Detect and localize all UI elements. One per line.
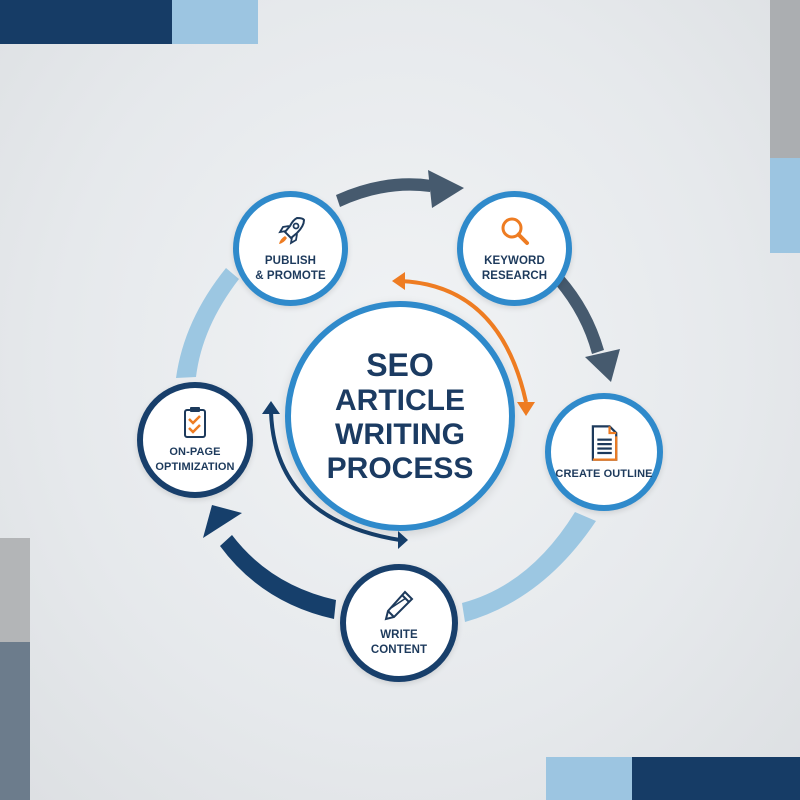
- step-label: WRITE CONTENT: [370, 629, 428, 656]
- title-line-4: PROCESS: [326, 452, 474, 485]
- magnifier-icon: [501, 217, 529, 245]
- clipboard-check-icon: [184, 407, 206, 438]
- arrow-write-to-onpage: [203, 505, 336, 619]
- rocket-icon: [277, 216, 305, 245]
- step-label: CREATE OUTLINE: [555, 467, 653, 480]
- navy-feedback-arrow: [262, 401, 408, 549]
- step-on-page-optimization[interactable]: ON-PAGE OPTIMIZATION: [137, 382, 253, 498]
- band-onpage-to-publish: [176, 268, 239, 378]
- step-label: PUBLISH & PROMOTE: [255, 254, 326, 282]
- corner-block-gray-top-right: [770, 0, 800, 158]
- title-line-2: ARTICLE: [335, 384, 465, 417]
- step-create-outline[interactable]: CREATE OUTLINE: [545, 393, 663, 511]
- step-label: KEYWORD RESEARCH: [481, 254, 548, 282]
- corner-block-navy-bottom-right: [632, 757, 800, 800]
- band-outline-to-write: [462, 512, 596, 622]
- pencil-icon: [384, 590, 414, 621]
- corner-block-gray-bottom-left: [0, 538, 30, 642]
- arrow-keyword-to-outline: [555, 275, 620, 382]
- title-line-1: SEO: [366, 347, 434, 383]
- corner-block-lightblue-bottom-right: [546, 757, 632, 800]
- center-title-circle: SEO ARTICLE WRITING PROCESS: [285, 301, 515, 531]
- step-publish-promote[interactable]: PUBLISH & PROMOTE: [233, 191, 348, 306]
- corner-block-navy-top-left: [0, 0, 172, 44]
- corner-block-lightblue-top-left: [172, 0, 258, 44]
- step-keyword-research[interactable]: KEYWORD RESEARCH: [457, 191, 572, 306]
- document-icon: [591, 424, 618, 461]
- step-label: ON-PAGE OPTIMIZATION: [155, 446, 235, 473]
- step-write-content[interactable]: WRITE CONTENT: [340, 564, 458, 682]
- orange-feedback-arrow: [392, 272, 535, 416]
- title-line-3: WRITING: [335, 418, 465, 451]
- corner-block-slate-bottom-left: [0, 642, 30, 800]
- corner-block-lightblue-top-right: [770, 158, 800, 253]
- arrow-publish-to-keyword: [336, 170, 464, 208]
